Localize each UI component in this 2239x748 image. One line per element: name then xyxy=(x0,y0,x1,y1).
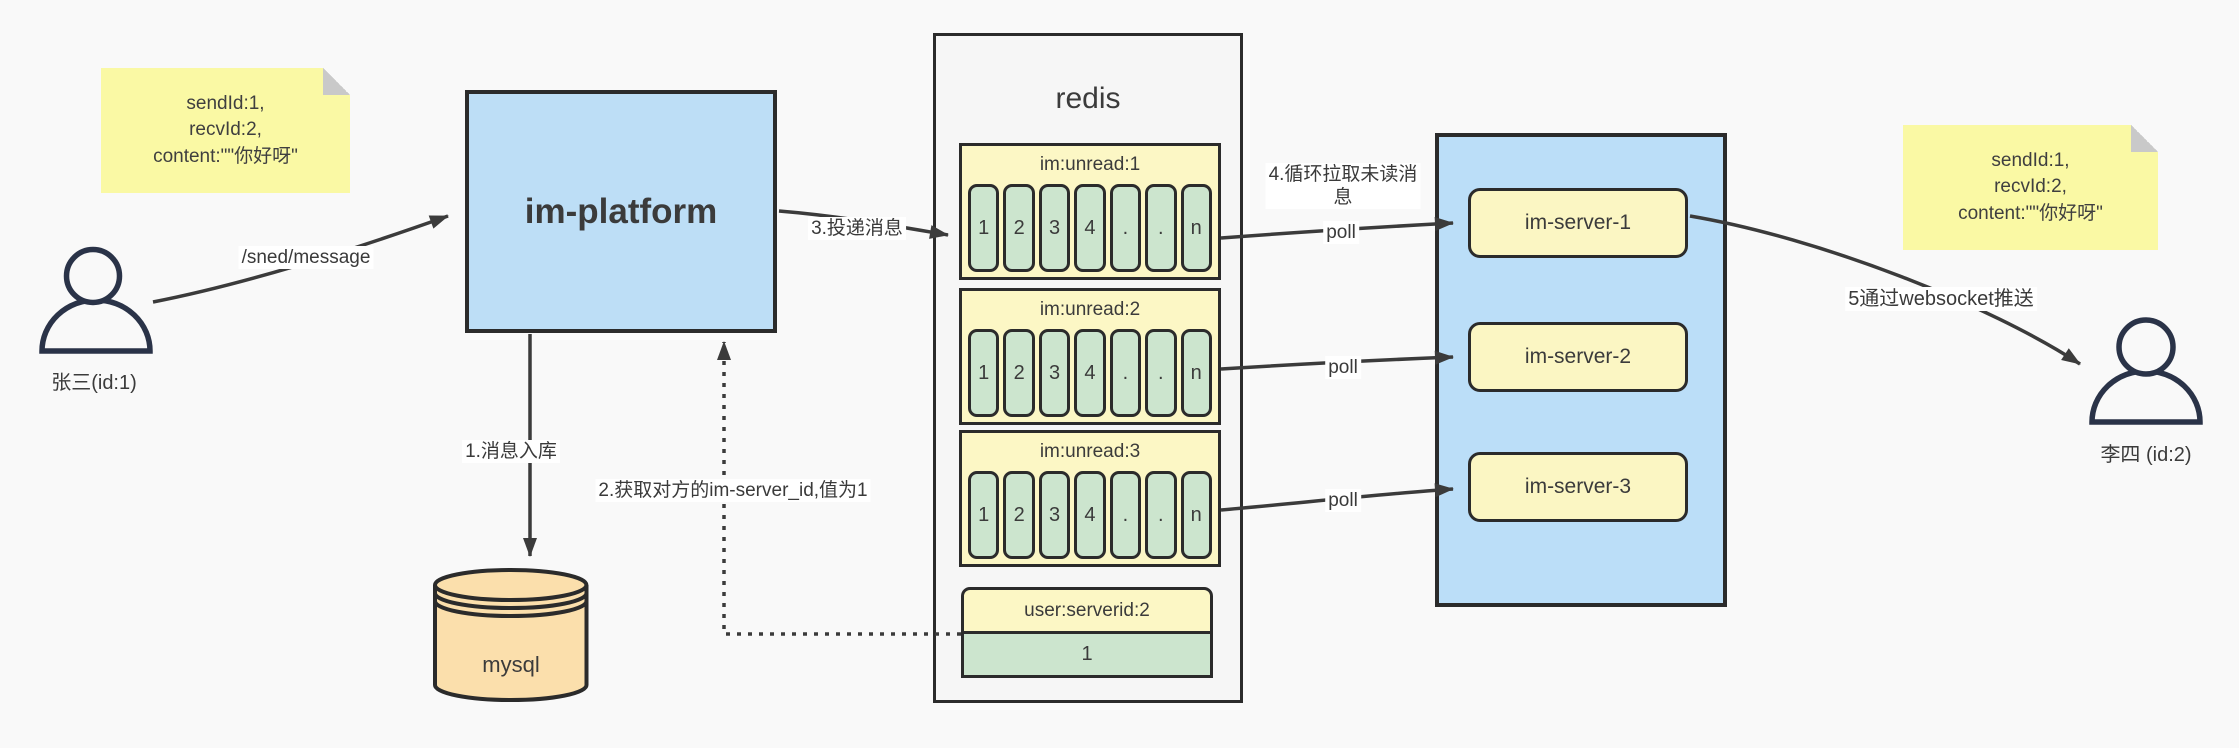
node-im-server-2: im-server-2 xyxy=(1468,322,1688,392)
edge-label-deliver: 3.投递消息 xyxy=(808,217,906,241)
queue-cell: 3 xyxy=(1038,184,1071,272)
node-label: im-server-2 xyxy=(1524,345,1632,368)
queue-cell: . xyxy=(1109,184,1142,272)
queue-key-label: im:unread:1 xyxy=(1039,154,1141,175)
folded-corner-icon xyxy=(323,68,350,95)
edge-label-pull-line1: 4.循环拉取未读消 xyxy=(1268,164,1418,185)
edge-label-pull: 4.循环拉取未读消 息 xyxy=(1265,163,1421,210)
node-im-platform: im-platform xyxy=(465,90,777,333)
queue-cell: 4 xyxy=(1074,184,1106,272)
redis-kv-user-serverid: user:serverid:2 1 xyxy=(961,587,1213,678)
queue-cell: 4 xyxy=(1074,471,1106,559)
node-label: im-server-1 xyxy=(1524,211,1632,234)
note-line: sendId:1, xyxy=(186,93,265,115)
note-line: recvId:2, xyxy=(1994,176,2067,198)
edge-label-poll-1: poll xyxy=(1323,221,1359,245)
node-im-server-3: im-server-3 xyxy=(1468,452,1688,522)
sticky-note-payload-right: sendId:1, recvId:2, content:""你好呀" xyxy=(1903,125,2158,250)
edge-label-store: 1.消息入库 xyxy=(462,440,560,464)
queue-cell: . xyxy=(1145,329,1177,417)
note-line: content:""你好呀" xyxy=(1958,202,2103,224)
queue-cell: 2 xyxy=(1003,471,1035,559)
queue-key-label: im:unread:2 xyxy=(1039,299,1141,320)
queue-cell: n xyxy=(1180,184,1212,272)
sender-name-label: 张三(id:1) xyxy=(51,372,137,394)
queue-cell: . xyxy=(1109,471,1142,559)
kv-value: 1 xyxy=(961,634,1213,678)
note-line: sendId:1, xyxy=(1991,150,2070,172)
receiver-name-label: 李四 (id:2) xyxy=(2100,444,2192,466)
folded-corner-icon xyxy=(2131,125,2158,152)
node-label: im-server-3 xyxy=(1524,475,1632,498)
queue-cell: 2 xyxy=(1003,184,1035,272)
queue-cell: 3 xyxy=(1038,329,1071,417)
edge-label-lookup: 2.获取对方的im-server_id,值为1 xyxy=(595,479,871,503)
queue-cell: 1 xyxy=(968,329,1000,417)
edge-label-poll-3: poll xyxy=(1325,489,1361,513)
mysql-label: mysql xyxy=(482,652,540,677)
queue-cell: . xyxy=(1109,329,1142,417)
queue-cell: . xyxy=(1145,471,1177,559)
queue-cell: 1 xyxy=(968,471,1000,559)
queue-cell: 1 xyxy=(968,184,1000,272)
receiver-person-icon xyxy=(2089,317,2203,425)
queue-cell: 2 xyxy=(1003,329,1035,417)
queue-cell: . xyxy=(1145,184,1177,272)
sender-person-icon xyxy=(39,246,153,354)
edge-label-send: /sned/message xyxy=(238,246,374,270)
queue-cell: 3 xyxy=(1038,471,1071,559)
edge-label-poll-2: poll xyxy=(1325,356,1361,380)
mysql-cylinder xyxy=(433,568,589,703)
node-im-server-1: im-server-1 xyxy=(1468,188,1688,258)
edge-label-push: 5通过websocket推送 xyxy=(1845,287,2037,312)
queue-cell: 4 xyxy=(1074,329,1106,417)
note-line: recvId:2, xyxy=(189,119,262,141)
kv-key-label: user:serverid:2 xyxy=(961,587,1213,634)
queue-cell: n xyxy=(1180,329,1212,417)
sticky-note-request-left: sendId:1, recvId:2, content:""你好呀" xyxy=(101,68,350,193)
queue-cell: n xyxy=(1180,471,1212,559)
redis-title: redis xyxy=(1055,82,1121,115)
queue-key-label: im:unread:3 xyxy=(1039,441,1141,462)
node-label: im-platform xyxy=(524,191,718,231)
edge-label-pull-line2: 息 xyxy=(1333,187,1353,209)
note-line: content:""你好呀" xyxy=(153,145,298,167)
